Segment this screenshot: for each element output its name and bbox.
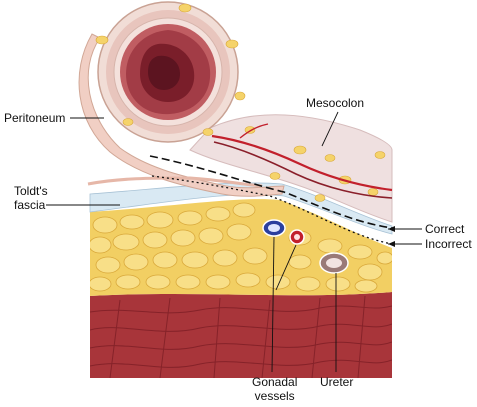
peritoneum-sheet — [78, 33, 285, 197]
incorrect-arrowhead — [388, 241, 395, 247]
peritoneum-label: Peritoneum — [4, 111, 66, 125]
gonadal-vessels-label: Gonadal vessels — [252, 375, 297, 403]
ureter — [319, 252, 349, 274]
ureter-label: Ureter — [320, 375, 354, 389]
gonadal-vein — [262, 219, 286, 237]
toldts-fascia-label: Toldt's fascia — [14, 184, 48, 212]
mesocolon-label: Mesocolon — [306, 96, 365, 110]
mesocolon-leader — [321, 111, 339, 147]
mesocolon — [189, 114, 393, 223]
toldts-fascia-band — [89, 182, 393, 235]
incorrect-plane-label: Incorrect — [425, 237, 472, 251]
correct-arrowhead — [388, 226, 395, 232]
gonadal-artery — [289, 229, 305, 245]
correct-plane-label: Correct — [425, 222, 465, 236]
toldts-fascia-label-line-1: Toldt's — [14, 184, 48, 198]
toldts-fascia-label-line-2: fascia — [14, 198, 46, 212]
gonadal-vessels-label-line-1: Gonadal — [252, 375, 298, 389]
colon-cross-section — [95, 1, 246, 143]
gonadal-artery-leader — [275, 244, 297, 291]
muscle-layer — [90, 292, 392, 378]
correct-plane-line — [149, 155, 393, 229]
gonadal-vein-leader — [271, 236, 275, 373]
gonadal-vessels-label-line-2: vessels — [254, 389, 295, 403]
peritoneum-edge — [87, 176, 263, 188]
